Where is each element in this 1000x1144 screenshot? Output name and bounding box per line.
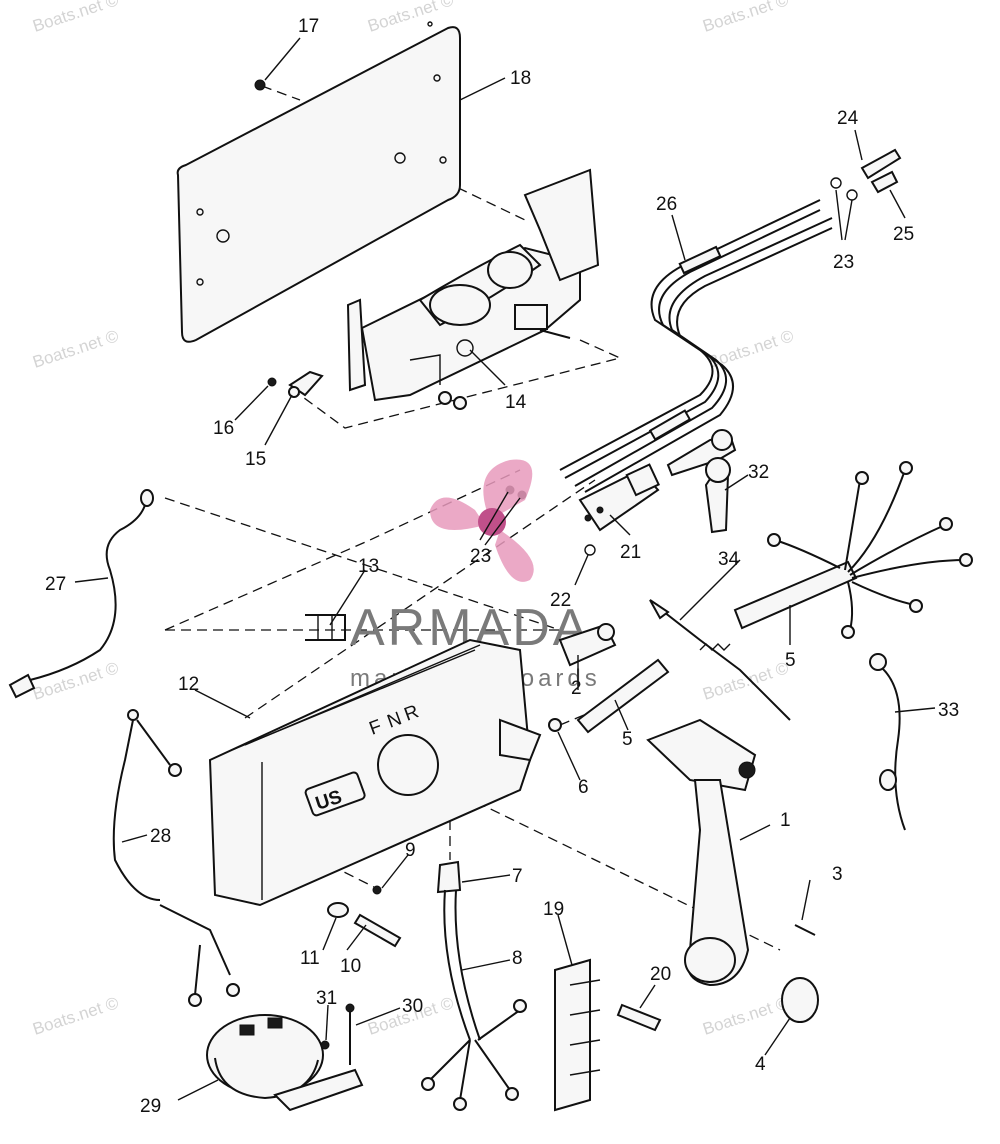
tube-5a [576,658,670,734]
callout-8: 8 [512,948,523,969]
callout-32: 32 [748,462,769,483]
callout-7: 7 [512,866,523,887]
cable-end-25 [870,170,899,194]
nut-22 [584,544,596,556]
callout-15: 15 [245,449,266,470]
wire-27 [8,489,154,699]
callout-13: 13 [358,556,379,577]
boot-7 [436,860,462,894]
callout-28: 28 [150,826,171,847]
clip-13 [305,614,346,641]
cable-end-24 [860,148,902,180]
wire-34 [649,599,791,721]
callout-22: 22 [550,590,571,611]
callout-11: 11 [300,948,320,969]
callout-25: 25 [893,224,914,245]
callout-20: 20 [650,964,671,985]
terminal-block-19 [554,958,601,1112]
screw-30 [345,1003,355,1065]
callout-23-top: 23 [833,252,854,273]
callout-1: 1 [780,810,791,831]
callout-21: 21 [620,542,641,563]
control-housing: US F N R [208,638,542,907]
watermark: Boats.net © [700,658,791,704]
callout-18: 18 [510,68,531,89]
callout-26: 26 [656,194,677,215]
screw-16 [267,377,277,387]
watermark: Boats.net © [30,0,121,36]
bracket-15 [288,370,324,398]
callout-12: 12 [178,674,199,695]
callout-14: 14 [505,392,527,413]
watermark: Boats.net © [30,993,121,1039]
callout-6: 6 [578,777,589,798]
callout-30: 30 [402,996,423,1017]
watermark: Boats.net © [30,326,121,372]
horn-29 [206,1014,364,1112]
callout-9: 9 [405,840,416,861]
leader-lines [74,37,936,1101]
callout-27: 27 [45,574,66,595]
wire-28 [112,709,240,1007]
ignition-switch [578,463,660,532]
callout-33: 33 [938,700,959,721]
callout-16: 16 [213,418,234,439]
control-mechanism [346,168,600,410]
pin-3 [794,924,816,936]
nut-9 [372,885,382,895]
mounting-plate [176,21,461,343]
keys [666,429,737,534]
screw-31 [320,1040,330,1050]
callout-23-mid: 23 [470,546,491,567]
watermark: Boats.net © [705,326,796,372]
washer-6 [548,718,562,732]
cable-8 [421,889,527,1111]
screw-20 [616,1003,662,1032]
callout-3: 3 [832,864,843,885]
washer-11 [327,902,349,918]
callout-34: 34 [718,549,740,570]
callout-24: 24 [837,108,859,129]
shift-letter-n: N [385,708,405,732]
neutral-switch [558,623,617,667]
shift-letter-r: R [402,701,422,725]
watermark: Boats.net © [30,658,121,704]
callout-4: 4 [755,1054,766,1075]
callout-29: 29 [140,1096,161,1117]
bolt-10 [353,913,402,948]
control-cables [559,199,833,493]
callout-labels: 17 18 24 25 26 23 14 16 15 32 21 23 34 1… [45,16,959,1117]
screw-17 [254,79,266,91]
watermark: Boats.net © [700,0,791,36]
wiring-harness [733,461,973,639]
callout-10: 10 [340,956,361,977]
callout-17: 17 [298,16,319,37]
knob-4 [781,977,819,1023]
wire-33 [869,653,906,831]
control-lever-1 [646,718,757,987]
callout-31: 31 [316,988,337,1009]
nut-23a [830,177,858,201]
callout-5-harness: 5 [785,650,796,671]
watermark: Boats.net © [700,993,791,1039]
callout-2: 2 [571,678,582,699]
callout-5-tube: 5 [622,729,633,750]
callout-19: 19 [543,899,564,920]
